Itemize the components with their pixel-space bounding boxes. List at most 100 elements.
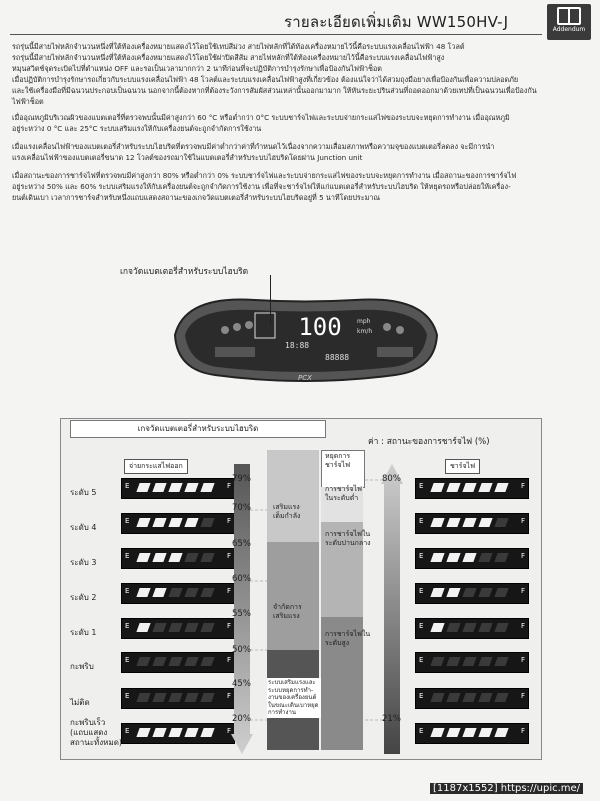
gauge-f-label: F xyxy=(226,587,231,595)
gauge-f-label: F xyxy=(226,727,231,735)
gauge-e-label: E xyxy=(419,727,424,735)
gauge-e-label: E xyxy=(125,622,130,630)
gauge-e-label: E xyxy=(125,482,130,490)
gauge-f-label: F xyxy=(520,656,525,664)
column-b-band xyxy=(321,617,363,750)
diagram-title: เกจวัดแบตเตอรี่สำหรับระบบไฮบริด xyxy=(70,420,326,438)
charge-badge: ชาร์จไฟ xyxy=(445,459,481,474)
level-label: ระดับ 3 xyxy=(70,558,97,567)
level-label: กะพริบเร็ว (แถบแสดง สถานะทั้งหมด) xyxy=(70,718,123,747)
gauge-f-label: F xyxy=(520,517,525,525)
gauge-f-label: F xyxy=(520,692,525,700)
paragraph-line: และใช้เครื่องมือที่มีฉนวนประกอบเป็นฉนวน … xyxy=(12,86,537,95)
speed-readout: 100 xyxy=(298,313,341,341)
gauge-f-label: F xyxy=(520,727,525,735)
clock-readout: 18:88 xyxy=(285,341,309,350)
level-label: ระดับ 1 xyxy=(70,628,97,637)
gauge-e-label: E xyxy=(419,482,424,490)
paragraph-line: เมื่อปฏิบัติการบำรุงรักษารถเกี่ยวกับระบบ… xyxy=(12,75,519,84)
header-rule xyxy=(10,34,542,35)
paragraph-line: อยู่ระหว่าง 0 °C และ 25°C ระบบเสริมแรงให… xyxy=(12,124,262,133)
discharge-badge: จ่ายกระแสไฟออก xyxy=(124,459,188,474)
column-b-text: การชาร์จไฟใน ระดับสูง xyxy=(325,630,371,647)
gauge-f-label: F xyxy=(520,552,525,560)
watermark: [1187x1552] https://upic.me/ xyxy=(430,783,584,794)
gauge-e-label: E xyxy=(419,552,424,560)
level-label: ไม่ติด xyxy=(70,698,90,707)
gauge-e-label: E xyxy=(125,656,130,664)
diagram-axis-label: ค่า : สถานะของการชาร์จไฟ (%) xyxy=(368,437,490,447)
page-title: รายละเอียดเพิ่มเติม WW150HV-J xyxy=(284,13,509,31)
percent-mark: 50% xyxy=(232,645,251,655)
discharge-arrow xyxy=(231,464,253,754)
book-icon xyxy=(557,7,581,25)
column-a-band xyxy=(267,542,319,650)
level-label: ระดับ 4 xyxy=(70,523,97,532)
column-b-text: หยุดการ ชาร์จไฟ xyxy=(325,452,351,469)
percent-mark: 70% xyxy=(232,503,251,513)
level-label: ระดับ 5 xyxy=(70,488,97,497)
column-b-band xyxy=(321,450,365,488)
column-b-band xyxy=(321,522,363,617)
gauge-e-label: E xyxy=(419,622,424,630)
gauge-f-label: F xyxy=(226,517,231,525)
gauge-e-label: E xyxy=(125,727,130,735)
paragraph-line: เมื่อสถานะของการชาร์จไฟที่ตรวจพบมีค่าสูง… xyxy=(12,171,517,180)
paragraph-line: เมื่อแรงเคลื่อนไฟฟ้าของแบตเตอรี่สำหรับระ… xyxy=(12,142,495,151)
speed-unit-mph: mph xyxy=(357,318,371,325)
gauge-e-label: E xyxy=(125,552,130,560)
gauge-e-label: E xyxy=(419,692,424,700)
gauge-f-label: F xyxy=(226,692,231,700)
gauge-f-label: F xyxy=(226,656,231,664)
gauge-f-label: F xyxy=(226,622,231,630)
gauge-e-label: E xyxy=(419,656,424,664)
gauge-f-label: F xyxy=(226,482,231,490)
column-b-band xyxy=(321,487,363,522)
level-label: กะพริบ xyxy=(70,662,94,671)
gauge-f-label: F xyxy=(226,552,231,560)
column-a-text: เสริมแรง เต็มกำลัง xyxy=(273,503,301,520)
gauge-f-label: F xyxy=(520,622,525,630)
addendum-label: Addendum xyxy=(552,26,586,33)
instrument-cluster-illustration: 100 mph km/h 18:88 88888 PCX xyxy=(173,298,439,382)
paragraph-line: ไฟฟ้าช็อต xyxy=(12,97,44,106)
gauge-f-label: F xyxy=(520,482,525,490)
percent-mark: 65% xyxy=(232,539,251,549)
dashboard-callout-label: เกจวัดแบตเตอรี่สำหรับระบบไฮบริด xyxy=(120,267,249,277)
column-a-text: จำกัดการ เสริมแรง xyxy=(273,603,302,620)
paragraph-line: แรงเคลื่อนไฟฟ้าของแบตเตอรี่ขนาด 12 โวลต์… xyxy=(12,153,363,162)
model-badge: PCX xyxy=(298,374,312,382)
gauge-e-label: E xyxy=(125,692,130,700)
column-a-band xyxy=(267,450,319,542)
percent-mark: 80% xyxy=(382,474,401,484)
addendum-badge: Addendum xyxy=(547,4,591,40)
gauge-e-label: E xyxy=(419,587,424,595)
percent-mark: 21% xyxy=(382,714,401,724)
charge-arrow xyxy=(381,464,403,754)
paragraph-line: อยู่ระหว่าง 50% และ 60% ระบบเสริมแรงให้ก… xyxy=(12,182,511,191)
paragraph-line: รถรุ่นนี้มีสายไฟหลักจำนวนหนึ่งที่ใต้ท้อง… xyxy=(12,53,445,62)
column-b-text: การชาร์จไฟใน ระดับปานกลาง xyxy=(325,530,371,547)
level-label: ระดับ 2 xyxy=(70,593,97,602)
callout-line xyxy=(270,275,271,325)
gauge-e-label: E xyxy=(125,587,130,595)
percent-mark: 45% xyxy=(232,679,251,689)
paragraph-line: รถรุ่นนี้มีสายไฟหลักจำนวนหนึ่งที่ใต้ท้อง… xyxy=(12,42,465,51)
percent-mark: 60% xyxy=(232,574,251,584)
gauge-e-label: E xyxy=(419,517,424,525)
percent-mark: 20% xyxy=(232,714,251,724)
